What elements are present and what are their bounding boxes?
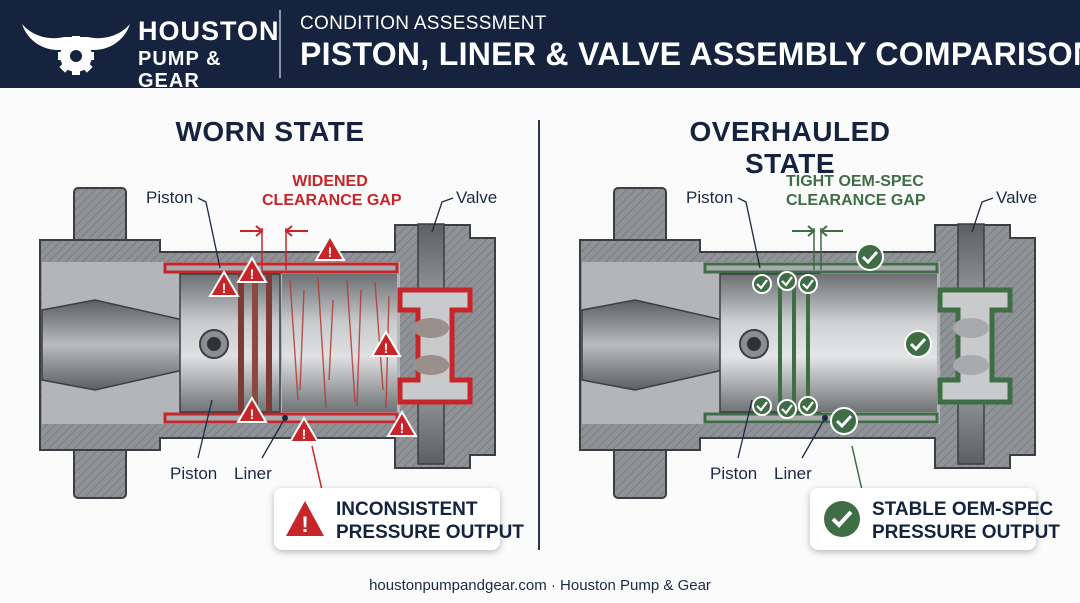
gap-arrow-right	[819, 225, 843, 237]
label-liner: Liner	[774, 464, 812, 483]
piston-head	[719, 273, 821, 413]
leader-piston-top	[737, 197, 761, 269]
label-piston-bottom: Piston	[170, 464, 218, 483]
leader-liner	[261, 417, 286, 459]
label-valve: Valve	[456, 188, 498, 207]
valve-body	[937, 287, 1013, 405]
gap-arrow-left	[792, 225, 816, 237]
svg-text:!: !	[222, 280, 227, 296]
check-icon	[824, 501, 860, 537]
label-liner: Liner	[234, 464, 272, 483]
footer-credit: houstonpumpandgear.com · Houston Pump & …	[369, 577, 711, 594]
worn-callout-text: INCONSISTENT PRESSURE OUTPUT	[336, 499, 524, 543]
check-icon	[777, 399, 797, 419]
overhauled-gap-label: TIGHT OEM-SPEC CLEARANCE GAP	[786, 173, 926, 209]
panel-divider	[538, 120, 540, 550]
liner-bottom-wall	[703, 412, 939, 424]
longhorn-gear-logo-icon	[22, 24, 130, 75]
leader-piston-bottom	[737, 399, 753, 459]
piston-ring-1	[778, 274, 782, 412]
svg-text:!: !	[302, 426, 307, 442]
leader-valve	[431, 197, 454, 233]
piston-ring-1	[238, 274, 244, 412]
warning-icon: !	[386, 410, 418, 437]
check-icon	[752, 274, 772, 294]
overhauled-assembly-diagram: Piston Valve Piston Liner TIGHT OEM-SPEC…	[540, 140, 1080, 565]
worn-callout: ! INCONSISTENT PRESSURE OUTPUT	[274, 488, 524, 550]
header-divider	[279, 10, 281, 78]
check-icon	[856, 243, 884, 271]
header-eyebrow: CONDITION ASSESSMENT	[300, 13, 547, 34]
svg-text:!: !	[328, 244, 333, 260]
warning-icon: !	[208, 270, 240, 297]
scored-liner-surface	[282, 274, 397, 412]
check-icon	[777, 271, 797, 291]
worn-state-title: WORN STATE	[175, 116, 365, 147]
brand-name: HOUSTON	[138, 16, 280, 46]
leader-piston-top	[197, 197, 221, 269]
check-icon	[904, 330, 932, 358]
header-bar: HOUSTON PUMP & GEAR CONDITION ASSESSMENT…	[0, 0, 1080, 92]
label-valve: Valve	[996, 188, 1038, 207]
svg-text:!: !	[301, 512, 308, 537]
valve-body	[397, 287, 473, 405]
check-icon	[798, 274, 818, 294]
gap-arrow-right	[284, 225, 308, 237]
check-icon	[830, 407, 858, 435]
worn-gap-label: WIDENED CLEARANCE GAP	[262, 173, 402, 209]
warning-icon: !	[288, 416, 320, 443]
overhauled-callout-leader	[851, 445, 863, 491]
svg-text:!: !	[384, 340, 389, 356]
liner-top-wall	[163, 262, 399, 274]
gap-arrow-left	[240, 225, 264, 237]
warning-icon: !	[286, 501, 324, 537]
piston-ring-3	[806, 274, 810, 412]
svg-text:!: !	[250, 266, 255, 282]
warning-icon: !	[236, 396, 268, 423]
piston-ring-2	[252, 274, 258, 412]
piston-ring-3	[266, 274, 272, 412]
brand-subtitle: PUMP & GEAR	[138, 48, 222, 92]
warning-icon: !	[236, 256, 268, 283]
warning-icon: !	[370, 330, 402, 357]
leader-valve	[971, 197, 994, 233]
label-piston-bottom: Piston	[710, 464, 758, 483]
leader-liner	[801, 417, 826, 459]
worn-assembly-diagram: ! ! ! ! ! ! ! Piston Valve Piston Liner	[0, 140, 540, 565]
svg-text:!: !	[250, 406, 255, 422]
label-piston-top: Piston	[686, 188, 734, 207]
check-icon	[798, 396, 818, 416]
brand-logo: HOUSTON PUMP & GEAR	[20, 12, 280, 92]
warning-icon: !	[314, 234, 346, 261]
leader-piston-bottom	[197, 399, 213, 459]
overhauled-callout: STABLE OEM-SPEC PRESSURE OUTPUT	[810, 488, 1060, 550]
overhauled-callout-text: STABLE OEM-SPEC PRESSURE OUTPUT	[872, 499, 1060, 543]
liner-bottom-wall	[163, 412, 399, 424]
check-icon	[752, 396, 772, 416]
worn-callout-leader	[311, 445, 323, 491]
overhauled-state-title: OVERHAULED STATE	[689, 116, 891, 179]
piston-ring-2	[792, 274, 796, 412]
page-title: PISTON, LINER & VALVE ASSEMBLY COMPARISO…	[300, 36, 1080, 72]
svg-text:!: !	[400, 420, 405, 436]
worn-assembly-cutaway: ! ! ! ! ! ! !	[39, 187, 496, 499]
label-piston-top: Piston	[146, 188, 194, 207]
overhauled-assembly-cutaway	[579, 187, 1036, 499]
